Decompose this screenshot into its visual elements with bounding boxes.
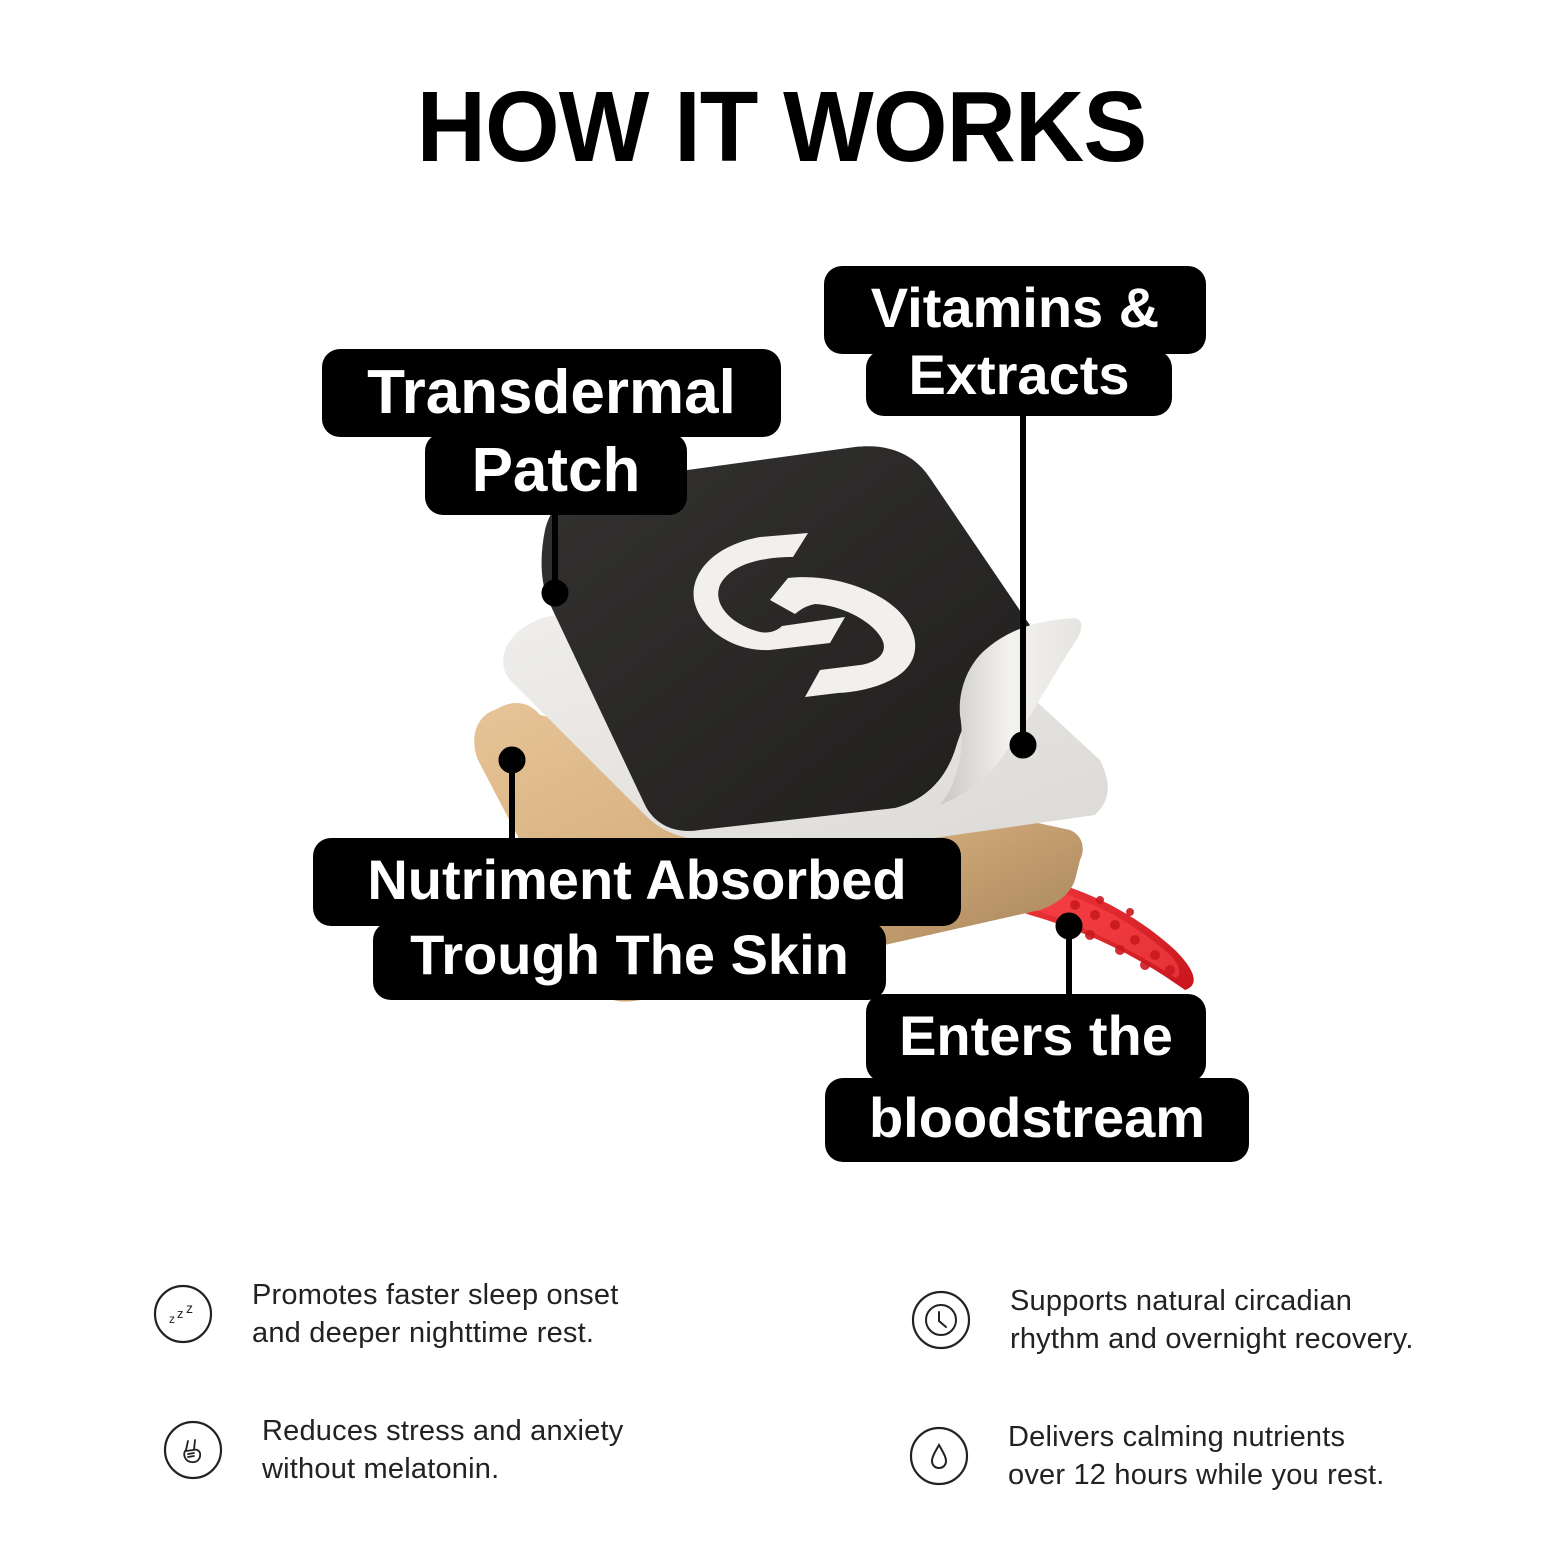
callout-dot-vitamins [1009, 731, 1037, 759]
callout-dot-skin [498, 746, 526, 774]
feature-text-line2: rhythm and overnight recovery. [1010, 1323, 1414, 1355]
feature-item-nutrients: Delivers calming nutrients over 12 hours… [908, 1418, 1385, 1494]
svg-text:z: z [169, 1312, 175, 1326]
peace-hand-icon [163, 1420, 223, 1480]
label-enters-bloodstream: Enters the [866, 994, 1206, 1082]
feature-text-line2: without melatonin. [262, 1453, 500, 1485]
label-transdermal-patch-line2: Patch [425, 433, 687, 515]
droplet-icon [909, 1426, 969, 1486]
svg-text:z: z [186, 1300, 193, 1316]
callout-dot-blood [1055, 912, 1083, 940]
patch-logo-icon [693, 533, 916, 697]
svg-text:z: z [177, 1306, 184, 1321]
feature-text-line1: Supports natural circadian [1010, 1285, 1353, 1317]
callout-dot-patch [541, 579, 569, 607]
label-nutriment-absorbed: Nutriment Absorbed [313, 838, 961, 926]
sleep-zzz-icon: z z z [153, 1284, 213, 1344]
label-vitamins-extracts-line2: Extracts [866, 347, 1172, 416]
callout-connectors [498, 414, 1083, 996]
feature-item-sleep: z z z Promotes faster sleep onset and de… [152, 1276, 618, 1352]
feature-text-line2: and deeper nighttime rest. [252, 1317, 595, 1349]
label-enters-bloodstream-line2: bloodstream [825, 1078, 1249, 1162]
label-vitamins-extracts: Vitamins & [824, 266, 1206, 354]
peeled-corner [940, 618, 1082, 805]
feature-text-line1: Delivers calming nutrients [1008, 1421, 1346, 1453]
label-nutriment-absorbed-line2: Trough The Skin [373, 922, 886, 1000]
feature-text-line2: over 12 hours while you rest. [1008, 1459, 1385, 1491]
transdermal-patch-layer [541, 446, 1040, 831]
feature-item-stress: Reduces stress and anxiety without melat… [162, 1412, 623, 1488]
feature-item-circadian: Supports natural circadian rhythm and ov… [910, 1282, 1414, 1358]
feature-text-line1: Reduces stress and anxiety [262, 1415, 624, 1447]
clock-icon [911, 1290, 971, 1350]
label-transdermal-patch: Transdermal [322, 349, 781, 437]
feature-text-line1: Promotes faster sleep onset [252, 1279, 619, 1311]
page-title: HOW IT WORKS [416, 71, 1148, 183]
